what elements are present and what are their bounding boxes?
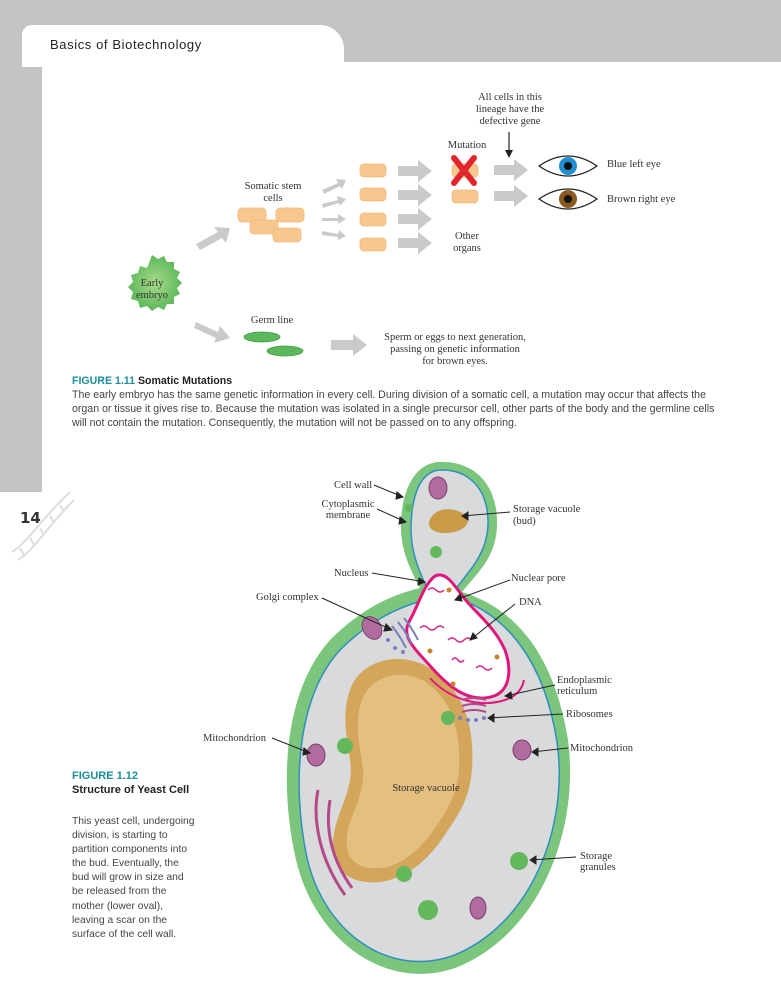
golgi-vesicles	[386, 638, 405, 654]
stem-cell-arrows	[322, 179, 346, 240]
mutation-label: Mutation	[448, 140, 487, 151]
storage-granules-label-2: granules	[580, 862, 616, 873]
nuclear-pore-label: Nuclear pore	[511, 573, 566, 584]
mitochondria	[306, 476, 532, 920]
golgi-complex	[391, 617, 419, 649]
cell-lineage-arrows	[331, 159, 528, 356]
brown-right-eye-label: Brown right eye	[607, 194, 676, 205]
figure-1-11-text: The early embryo has the same genetic in…	[72, 389, 715, 429]
blue-eye-icon	[537, 155, 599, 177]
mitochondrion-left-label: Mitochondrion	[203, 733, 267, 744]
figure-1-11-caption: FIGURE 1.11 Somatic Mutations The early …	[72, 374, 732, 430]
germ-cells	[243, 331, 304, 357]
early-embryo	[128, 255, 182, 311]
other-organs-label-1: Other	[455, 231, 479, 242]
mutation-x-icon	[451, 155, 477, 186]
mitochondrion-right-label: Mitochondrion	[570, 743, 634, 754]
germ-note-3: for brown eyes.	[422, 356, 488, 367]
storage-granules-label-1: Storage	[580, 851, 612, 862]
ribosomes	[458, 716, 486, 722]
somatic-stem-cells-label-1: Somatic stem	[245, 181, 302, 192]
somatic-stem-cells-label-2: cells	[263, 193, 282, 204]
left-band	[0, 0, 42, 492]
dna-label: DNA	[519, 597, 542, 608]
figure-1-11-title: Somatic Mutations	[137, 375, 233, 387]
endoplasmic-reticulum-shape	[314, 789, 354, 896]
germ-line-label: Germ line	[251, 315, 294, 326]
blue-left-eye-label: Blue left eye	[607, 159, 661, 170]
storage-vacuole-bud	[428, 509, 468, 534]
germ-note-2: passing on genetic information	[390, 344, 521, 355]
storage-vacuole-bud-label-1: Storage vacuole	[513, 504, 581, 515]
nucleus-label: Nucleus	[334, 568, 368, 579]
ribosome-stack	[461, 697, 487, 713]
cell-wall-label: Cell wall	[334, 480, 372, 491]
yeast-pointer-lines	[271, 484, 577, 865]
figure-1-12-label: FIGURE 1.12	[72, 770, 139, 782]
lineage-note-1: All cells in this	[478, 92, 542, 103]
golgi-complex-label: Golgi complex	[256, 592, 319, 603]
endoplasmic-reticulum-label-2: reticulum	[557, 686, 597, 697]
er-membrane	[429, 677, 525, 704]
brown-eye-icon	[537, 188, 599, 210]
figure-1-12-title: Structure of Yeast Cell	[72, 784, 190, 796]
early-embryo-label-2: embryo	[136, 290, 168, 301]
lineage-pointer-arrow	[505, 132, 513, 158]
nuclear-pores	[427, 587, 500, 687]
lineage-note-3: defective gene	[480, 116, 541, 127]
ribosomes-label: Ribosomes	[566, 709, 613, 720]
storage-vacuole-bud-label-2: (bud)	[513, 516, 536, 527]
lineage-note-2: lineage have the	[476, 104, 545, 115]
figure-1-11-label: FIGURE 1.11	[72, 375, 135, 387]
storage-vacuole-inner	[346, 674, 460, 869]
other-organs-label-2: organs	[453, 243, 481, 254]
header-tab	[22, 25, 344, 67]
cytoplasmic-membrane-label-1: Cytoplasmic	[321, 499, 374, 510]
storage-vacuole-label: Storage vacuole	[392, 783, 460, 794]
early-embryo-label-1: Early	[141, 278, 164, 289]
running-header: Basics of Biotechnology	[50, 37, 202, 52]
embryo-arrows	[194, 227, 230, 343]
germ-note-1: Sperm or eggs to next generation,	[384, 332, 526, 343]
cytoplasmic-membrane-label-2: membrane	[326, 510, 371, 521]
figure-1-12-text: This yeast cell, undergoing division, is…	[72, 816, 195, 940]
dna-strands	[419, 587, 493, 671]
page-number: 14	[20, 509, 41, 527]
stem-cell-cluster	[237, 207, 305, 243]
endoplasmic-reticulum-label-1: Endoplasmic	[557, 675, 612, 686]
storage-granules	[337, 504, 528, 920]
